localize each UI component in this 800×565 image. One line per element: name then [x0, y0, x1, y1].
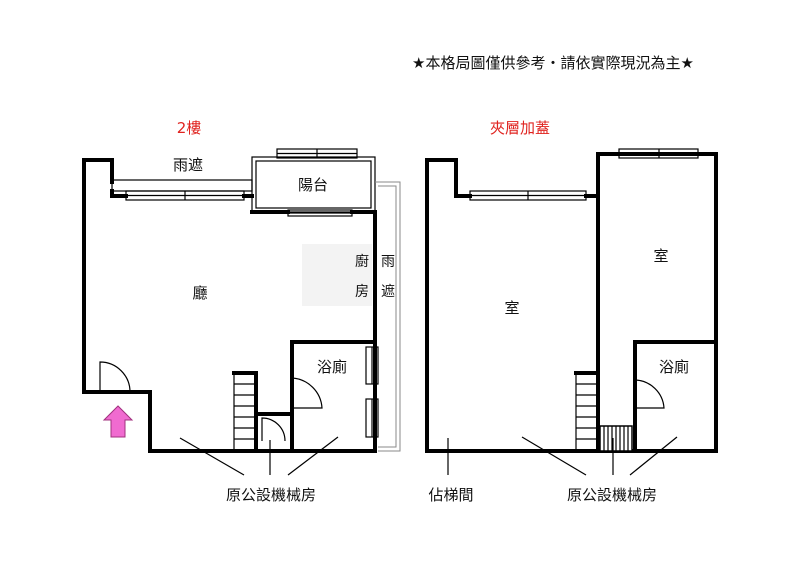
floor2-kitchen-area [302, 244, 372, 306]
floor2-rain-shelter-side [375, 181, 401, 452]
entrance-arrow-icon [102, 405, 134, 438]
floor2-plan: 2樓 雨遮 陽台 雨 遮 廚 房 廳 [82, 119, 401, 504]
mezzanine-bathroom-door [634, 379, 665, 409]
mezzanine-title: 夾層加蓋 [490, 119, 550, 137]
floor2-outer-wall [82, 158, 377, 453]
mezzanine-bathroom-wall [633, 340, 718, 410]
floor2-bathroom-wall [290, 340, 377, 410]
mezzanine-room-left-label: 室 [504, 299, 519, 317]
floor2-rain-shelter-side-label-2: 遮 [381, 284, 395, 300]
mezzanine-right-wall [596, 152, 718, 453]
disclaimer-notice: ★本格局圖僅供參考・請依實際現況為主★ [412, 54, 694, 72]
floor2-bathroom-door [291, 377, 323, 409]
floor2-rain-shelter-top-label: 雨遮 [173, 156, 203, 174]
floor2-mech-room-label: 原公設機械房 [226, 486, 316, 504]
floor2-mech-room-door [261, 417, 286, 442]
floor2-bathroom-label: 浴廁 [317, 358, 347, 376]
mezzanine-bathroom-label: 浴廁 [659, 358, 689, 376]
floor2-living-label: 廳 [192, 284, 207, 302]
mezzanine-stair-space-label: 佔梯間 [428, 486, 473, 504]
floor2-balcony [251, 156, 376, 213]
mezzanine-plan: 夾層加蓋 室 室 浴廁 [425, 119, 718, 504]
floor2-kitchen-label-1: 廚 [355, 253, 369, 270]
floor2-rain-shelter-side-label-1: 雨 [381, 254, 395, 270]
floor2-kitchen-label-2: 房 [355, 284, 369, 300]
floor2-rain-shelter-top [111, 179, 253, 192]
mezzanine-room-right-label: 室 [653, 247, 668, 265]
floor2-title: 2樓 [177, 119, 202, 137]
floor2-balcony-label: 陽台 [298, 176, 328, 194]
mezzanine-mech-room-label: 原公設機械房 [567, 486, 657, 504]
mezzanine-outer-wall [425, 158, 600, 453]
floor2-entrance-door [99, 361, 131, 393]
